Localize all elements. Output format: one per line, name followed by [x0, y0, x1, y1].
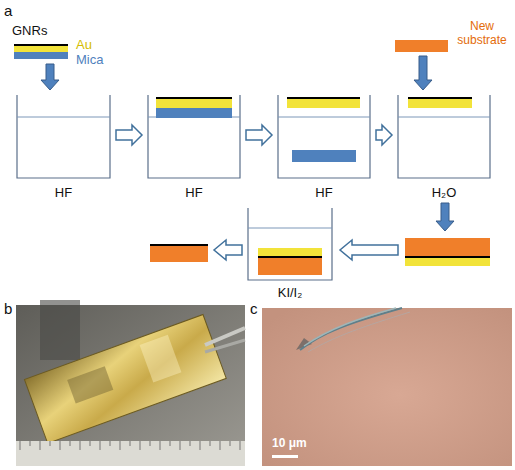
process-arrow	[116, 125, 142, 145]
picked-stack	[405, 238, 490, 266]
final-stack	[150, 244, 208, 262]
solution-label: HF	[185, 185, 202, 200]
separated-stack	[287, 97, 360, 162]
etching-stack	[258, 248, 322, 275]
part-label: Mica	[76, 53, 103, 68]
beaker-outlines	[17, 95, 490, 280]
photo-sample	[16, 300, 245, 466]
beaker-node: HF	[17, 92, 110, 200]
part-label: Au	[76, 38, 92, 53]
gold-film	[408, 97, 472, 108]
micrograph	[262, 308, 512, 466]
panel-letter: c	[250, 300, 258, 317]
substrate-bar	[395, 40, 448, 52]
beaker-node: H₂O	[398, 92, 490, 200]
panel-letter: b	[4, 300, 12, 317]
beaker-node: KI/I₂	[248, 205, 332, 300]
solution-label: HF	[55, 185, 72, 200]
panel-letter: a	[4, 2, 12, 19]
solution-label: HF	[315, 185, 332, 200]
solution-label: H₂O	[432, 185, 457, 200]
part-label: New substrate	[451, 20, 513, 48]
down-arrows	[41, 56, 454, 231]
liquid-lines	[17, 117, 490, 228]
beaker-node: HF	[148, 92, 240, 200]
process-arrow	[246, 125, 272, 145]
part-label: GNRs	[12, 24, 47, 39]
left-arrows	[214, 240, 398, 260]
beaker-node: HF	[278, 92, 370, 200]
sample-stack	[14, 44, 68, 59]
scale-label: 10 μm	[272, 437, 307, 451]
process-arrow	[376, 125, 392, 145]
floating-stack	[156, 97, 232, 118]
solution-label: KI/I₂	[278, 285, 303, 300]
